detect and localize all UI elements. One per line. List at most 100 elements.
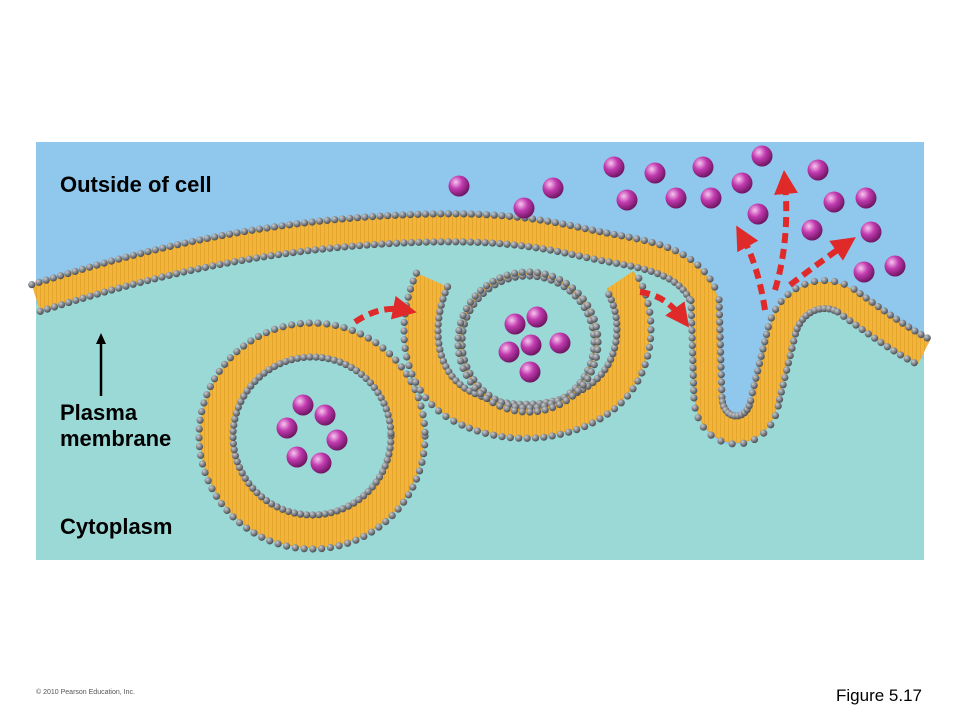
phospholipid-head [671, 247, 680, 255]
phospholipid-head [229, 427, 237, 435]
phospholipid-head [923, 334, 931, 342]
phospholipid-head [584, 375, 592, 383]
phospholipid-head [458, 421, 466, 429]
phospholipid-head [274, 250, 283, 259]
phospholipid-head [196, 416, 204, 424]
phospholipid-head [267, 252, 275, 260]
phospholipid-head [197, 451, 205, 459]
phospholipid-head [374, 388, 382, 397]
phospholipid-head [363, 241, 371, 249]
phospholipid-head [688, 334, 696, 342]
phospholipid-head [610, 230, 618, 239]
phospholipid-head [333, 243, 341, 252]
phospholipid-head [399, 211, 407, 219]
phospholipid-head [532, 244, 540, 252]
phospholipid-head [531, 434, 540, 442]
phospholipid-head [752, 374, 760, 382]
phospholipid-head [437, 238, 445, 246]
phospholipid-head [788, 344, 796, 352]
phospholipid-head [792, 285, 800, 293]
phospholipid-head [386, 444, 394, 452]
membrane-tails [200, 325, 423, 547]
phospholipid-head [687, 296, 695, 305]
phospholipid-head [740, 439, 748, 447]
phospholipid-head [203, 391, 211, 399]
phospholipid-head [574, 223, 582, 231]
phospholipid-head [594, 338, 602, 346]
phospholipid-head [387, 438, 395, 446]
phospholipid-head [489, 399, 497, 407]
phospholipid-head [331, 216, 339, 224]
phospholipid-head [647, 267, 655, 275]
molecule [498, 341, 520, 363]
phospholipid-head [476, 389, 485, 398]
phospholipid-head [406, 211, 414, 219]
phospholipid-head [243, 387, 251, 395]
phospholipid-head [611, 344, 619, 352]
phospholipid-head [385, 240, 393, 248]
phospholipid-head [309, 545, 317, 553]
phospholipid-head [235, 463, 244, 472]
phospholipid-head [421, 428, 429, 436]
phospholipid-head [312, 353, 320, 361]
phospholipid-head [598, 256, 606, 265]
phospholipid-head [498, 212, 506, 220]
molecule [519, 361, 541, 383]
phospholipid-head [253, 489, 261, 497]
phospholipid-head [518, 408, 526, 416]
phospholipid-head [375, 473, 384, 481]
phospholipid-head [687, 304, 695, 312]
phospholipid-head [247, 337, 255, 345]
phospholipid-head [647, 326, 655, 334]
phospholipid-head [517, 242, 526, 250]
phospholipid-head [460, 210, 468, 218]
phospholipid-head [195, 443, 204, 451]
phospholipid-head [574, 289, 582, 297]
phospholipid-head [49, 274, 57, 282]
phospholipid-head [201, 468, 209, 477]
molecule [644, 162, 666, 184]
phospholipid-head [559, 220, 567, 228]
phospholipid-head [323, 216, 331, 224]
phospholipid-head [383, 456, 391, 464]
phospholipid-head [250, 529, 258, 537]
phospholipid-head [688, 341, 696, 350]
phospholipid-head [355, 496, 363, 504]
phospholipid-head [716, 333, 724, 341]
molecule [286, 446, 308, 468]
phospholipid-head [412, 269, 421, 277]
phospholipid-head [761, 338, 769, 346]
phospholipid-head [466, 298, 475, 306]
phospholipid-head [379, 344, 387, 352]
phospholipid-head [172, 270, 181, 278]
phospholipid-head [874, 303, 882, 311]
phospholipid-head [404, 293, 412, 301]
phospholipid-head [664, 243, 672, 252]
phospholipid-head [473, 427, 481, 435]
phospholipid-head [641, 361, 649, 369]
phospholipid-head [596, 415, 604, 423]
phospholipid-head [579, 295, 587, 303]
phospholipid-head [233, 229, 241, 237]
phospholipid-head [434, 333, 442, 341]
phospholipid-head [690, 386, 698, 395]
phospholipid-head [421, 441, 429, 449]
phospholipid-head [917, 330, 925, 339]
phospholipid-head [774, 402, 782, 410]
arrow-2 [639, 289, 690, 328]
phospholipid-head [233, 348, 241, 356]
molecule [884, 255, 906, 277]
phospholipid-head [415, 467, 424, 475]
phospholipid-head [444, 238, 452, 246]
phospholipid-head [534, 407, 542, 415]
phospholipid-head [318, 354, 326, 362]
phospholipid-head [387, 429, 395, 437]
plasma-membrane-pointer-head [96, 333, 106, 344]
phospholipid-head [694, 261, 702, 269]
phospholipid-head [880, 307, 888, 315]
phospholipid-head [588, 419, 597, 427]
phospholipid-head [356, 330, 365, 338]
phospholipid-head [245, 479, 253, 487]
phospholipid-head [868, 298, 876, 306]
phospholipid-head [362, 374, 370, 383]
